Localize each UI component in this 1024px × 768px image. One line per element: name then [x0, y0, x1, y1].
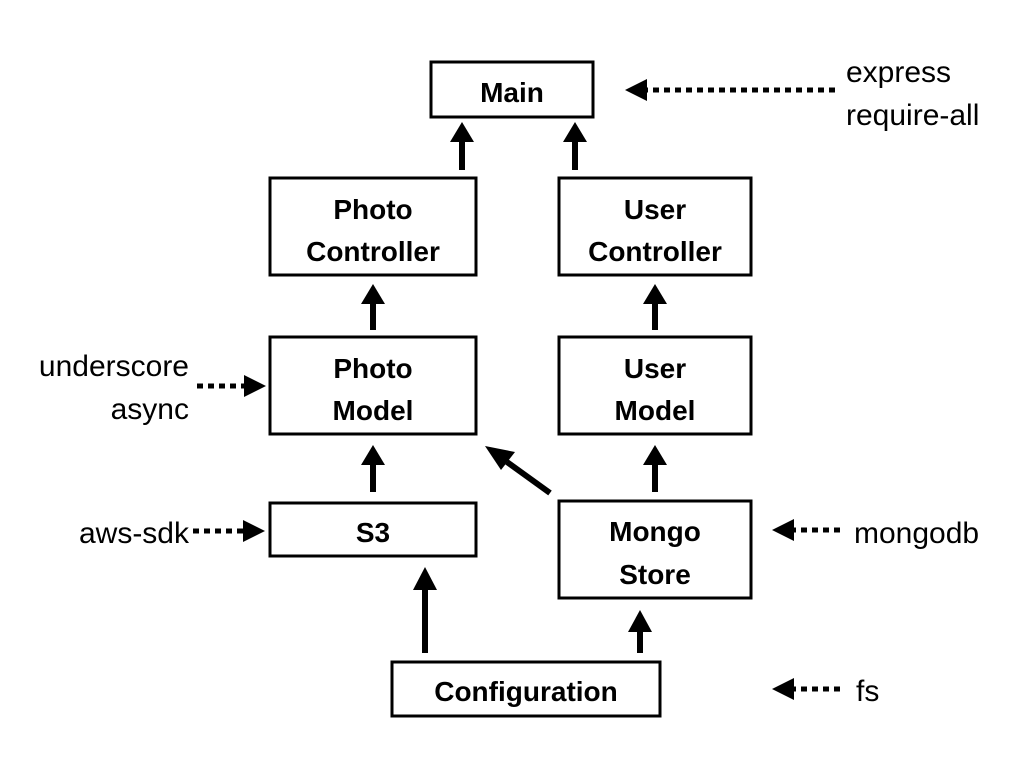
lib-mongodb: mongodb: [854, 517, 979, 550]
arrow-photo-controller-to-main: [450, 122, 474, 170]
arrow-user-controller-to-main: [563, 122, 587, 170]
dotted-arrow-fs-to-configuration: [772, 678, 840, 700]
main-box: [429, 60, 595, 119]
main-label: Main: [480, 77, 544, 108]
lib-async: async: [111, 393, 189, 426]
user-controller-box: [557, 176, 753, 277]
mongo-store-box: [557, 499, 753, 600]
photo-controller-label-line1: Photo: [333, 194, 412, 225]
s3-box: [268, 501, 478, 558]
main-node[interactable]: Main: [429, 60, 595, 119]
photo-model-label-line1: Photo: [333, 353, 412, 384]
arrow-configuration-to-s3: [413, 567, 437, 653]
user-model-label-line2: Model: [615, 395, 696, 426]
dotted-arrow-aws-sdk-to-s3: [193, 520, 265, 542]
arrow-user-model-to-user-controller: [643, 284, 667, 330]
s3-node[interactable]: S3: [268, 501, 478, 558]
user-model-node[interactable]: User Model: [557, 335, 753, 436]
lib-require-all: require-all: [846, 99, 979, 132]
arrow-mongo-store-to-photo-model: [485, 446, 552, 496]
mongo-store-label-line2: Store: [619, 559, 691, 590]
photo-model-label-line2: Model: [333, 395, 414, 426]
lib-aws-sdk: aws-sdk: [79, 517, 190, 550]
s3-label: S3: [356, 517, 390, 548]
user-controller-label-line2: Controller: [588, 236, 722, 267]
photo-model-box: [268, 335, 478, 436]
dotted-arrow-express-to-main: [625, 79, 835, 101]
mongo-store-label-line1: Mongo: [609, 516, 701, 547]
configuration-box: [390, 660, 662, 718]
user-controller-node[interactable]: User Controller: [557, 176, 753, 277]
mongo-store-node[interactable]: Mongo Store: [557, 499, 753, 600]
dotted-arrow-underscore-to-photo-model: [197, 375, 266, 397]
dotted-arrow-mongodb-to-mongo-store: [772, 519, 840, 541]
arrow-s3-to-photo-model: [361, 445, 385, 492]
arrow-mongo-store-to-user-model: [643, 445, 667, 492]
lib-underscore: underscore: [39, 350, 189, 383]
user-controller-label-line1: User: [624, 194, 686, 225]
arrow-configuration-to-mongo-store: [628, 610, 652, 653]
lib-express: express: [846, 56, 951, 89]
photo-controller-label-line2: Controller: [306, 236, 440, 267]
configuration-node[interactable]: Configuration: [390, 660, 662, 718]
configuration-label: Configuration: [434, 676, 618, 707]
photo-controller-box: [268, 176, 478, 277]
arrow-photo-model-to-photo-controller: [361, 284, 385, 330]
lib-fs: fs: [856, 675, 879, 708]
photo-model-node[interactable]: Photo Model: [268, 335, 478, 436]
user-model-box: [557, 335, 753, 436]
user-model-label-line1: User: [624, 353, 686, 384]
photo-controller-node[interactable]: Photo Controller: [268, 176, 478, 277]
